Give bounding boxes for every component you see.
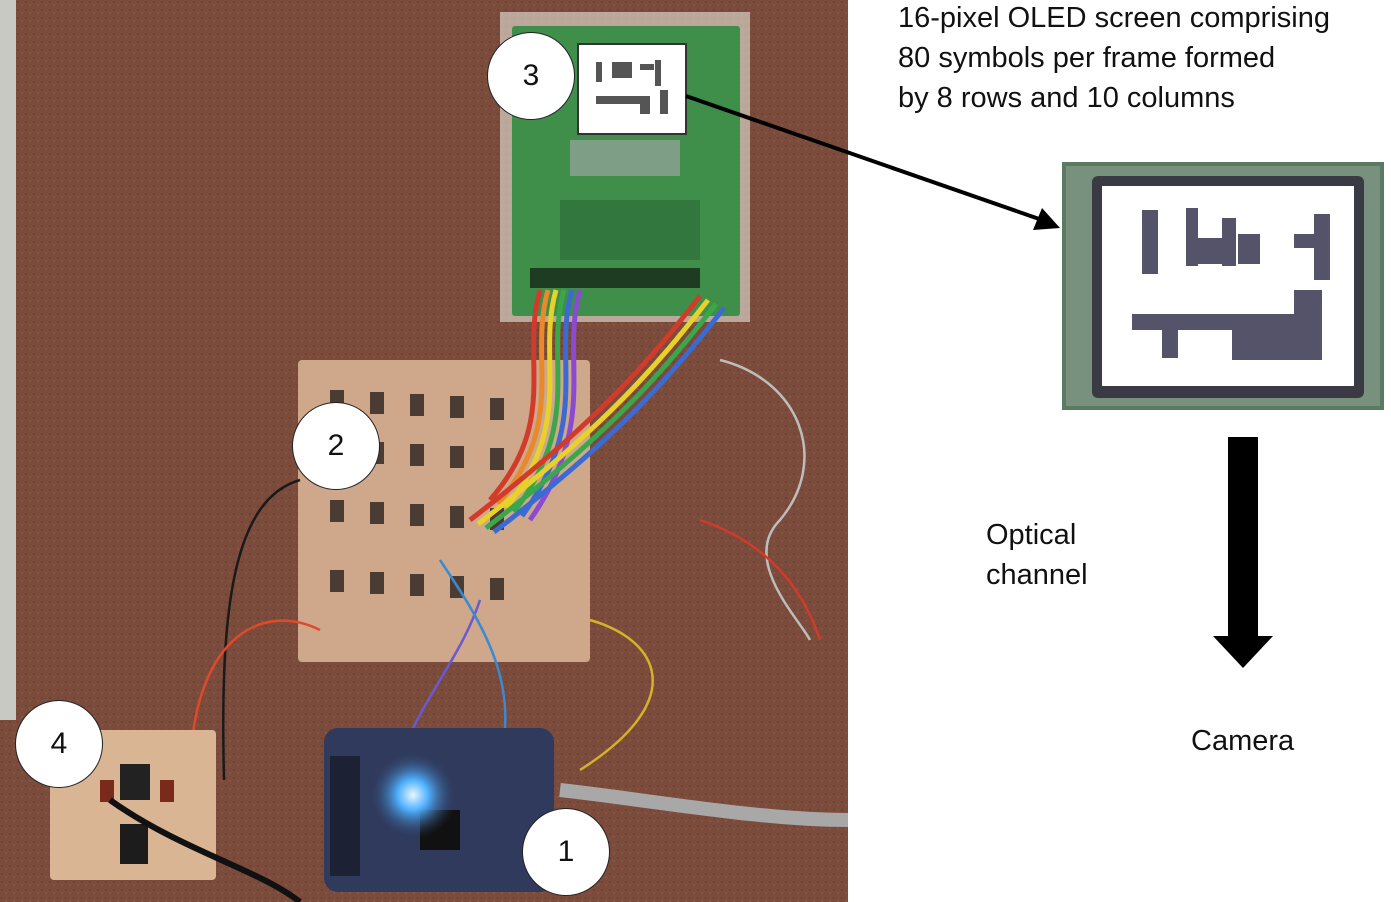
status-led (369, 751, 457, 839)
component-badge-3: 3 (487, 32, 575, 120)
oled-symbols (596, 60, 668, 114)
photo-left-edge (0, 0, 16, 720)
ribbon-cable (468, 289, 726, 534)
pointer-arrow-head (1033, 208, 1060, 230)
component-badge-2: 2 (292, 402, 380, 490)
component-badge-1: 1 (522, 808, 610, 896)
oled-frame-zoom (1062, 162, 1384, 410)
mcu-board (324, 728, 848, 892)
oled-frame-symbols (1132, 208, 1330, 360)
channel-arrow-head (1213, 636, 1273, 668)
oled-screen (577, 43, 687, 135)
component-badge-4: 4 (15, 700, 103, 788)
hardware-photo (0, 0, 848, 902)
channel-arrow-shaft (1228, 437, 1258, 637)
oled-caption: 16-pixel OLED screen comprising 80 symbo… (898, 2, 1330, 114)
camera-label: Camera (1191, 725, 1295, 757)
optical-channel-label: Optical channel (986, 519, 1088, 591)
